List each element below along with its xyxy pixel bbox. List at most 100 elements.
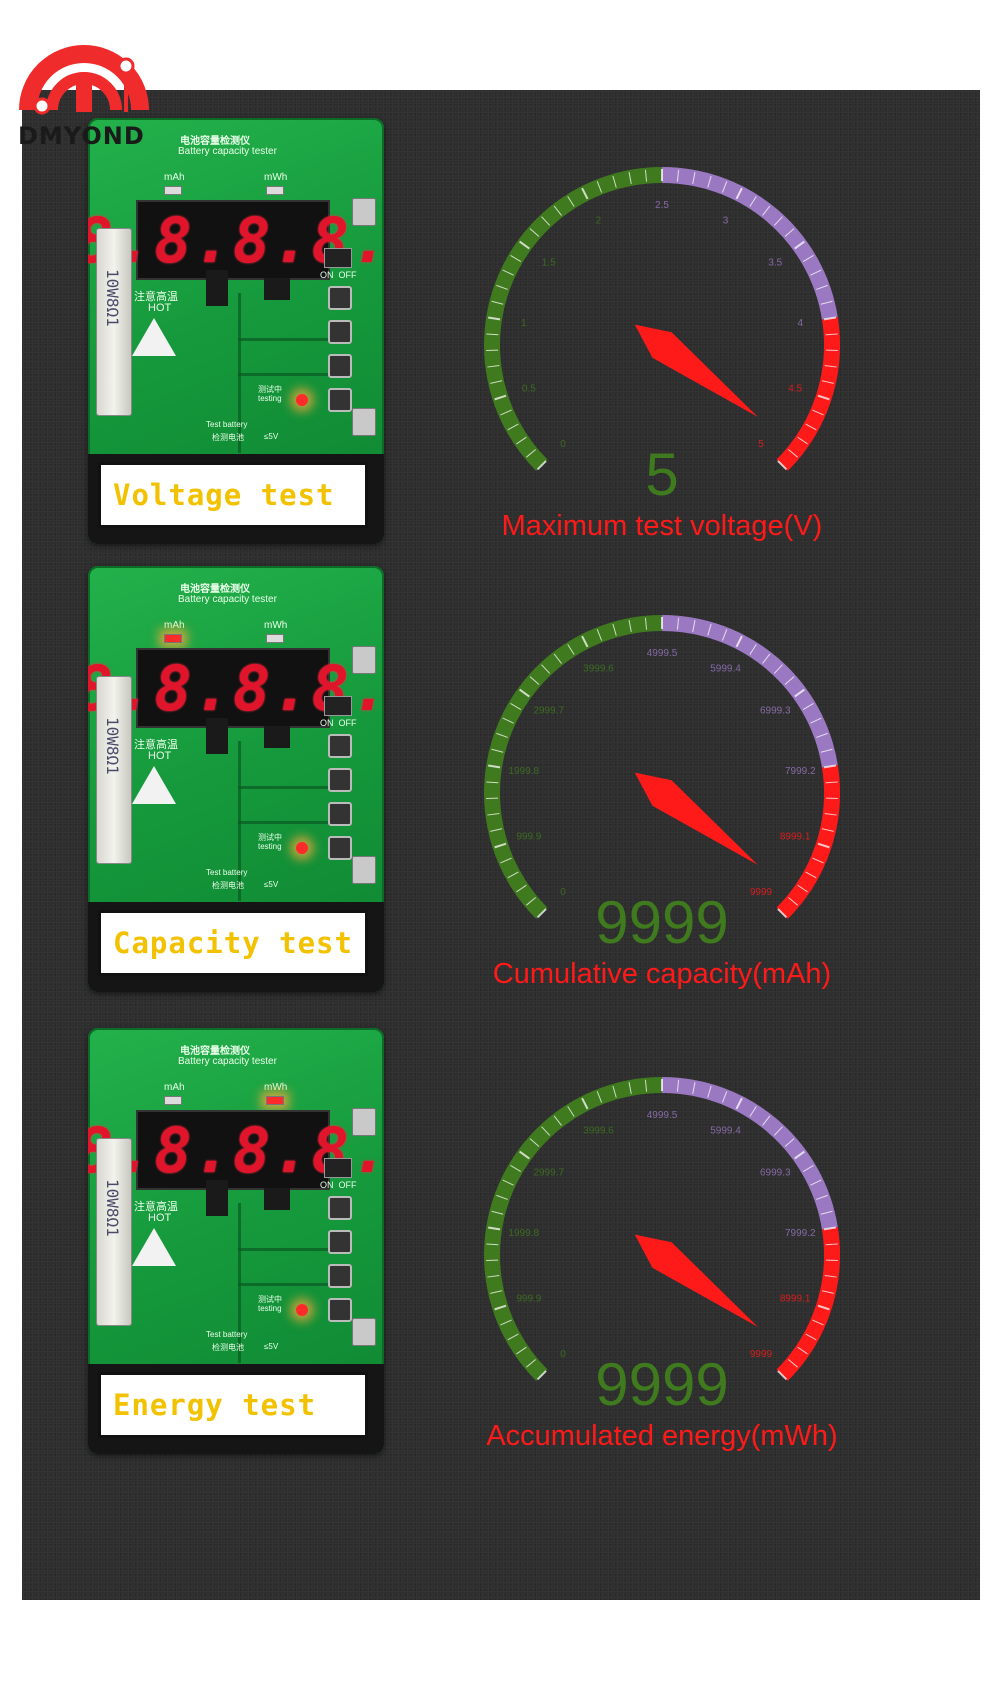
gauge-tick bbox=[797, 884, 808, 893]
tester-board: 电池容量检测仪 Battery capacity tester mAh mWh … bbox=[88, 566, 384, 992]
stop-button[interactable] bbox=[328, 1196, 352, 1220]
brand-name: DMYOND bbox=[18, 122, 145, 150]
gauge-tick bbox=[541, 216, 551, 226]
hot-warning-en: HOT bbox=[148, 1212, 172, 1224]
gauge-tick bbox=[628, 172, 632, 184]
gauge-tick bbox=[541, 1126, 551, 1136]
hot-warning-en: HOT bbox=[148, 750, 172, 762]
gauge-needle bbox=[634, 772, 758, 866]
power-switch[interactable] bbox=[324, 248, 352, 268]
usb-port-icon bbox=[352, 1108, 376, 1136]
gauge-needle bbox=[634, 1234, 758, 1328]
testing-label-en: testing bbox=[258, 842, 282, 851]
unit-button[interactable] bbox=[328, 1264, 352, 1288]
gauge-tick bbox=[788, 897, 798, 906]
gauge-tick bbox=[491, 748, 504, 753]
testing-led bbox=[296, 1304, 308, 1316]
seven-segment-display: 8.8.8.8. bbox=[88, 1110, 384, 1190]
gauge-tick bbox=[500, 857, 512, 864]
gauge-tick bbox=[491, 1210, 504, 1215]
gauge-tick-label: 2999.7 bbox=[533, 1168, 564, 1179]
gauge-tick bbox=[794, 240, 805, 250]
gauge-tick bbox=[507, 871, 519, 879]
ic-chip bbox=[264, 1188, 290, 1210]
function-button[interactable] bbox=[328, 320, 352, 344]
gauge-tick bbox=[812, 1319, 824, 1326]
stop-button[interactable] bbox=[328, 286, 352, 310]
usb-port-icon bbox=[352, 198, 376, 226]
gauge-tick bbox=[510, 1164, 522, 1172]
testing-label-en: testing bbox=[258, 394, 282, 403]
gauge-arc-segment bbox=[484, 615, 663, 919]
stop-button[interactable] bbox=[328, 734, 352, 758]
gauge-tick bbox=[596, 629, 603, 641]
gauge-tick bbox=[788, 449, 798, 458]
gauge-tick-label: 5 bbox=[758, 439, 764, 450]
gauge-tick bbox=[824, 1275, 837, 1278]
gauge-tick bbox=[707, 623, 712, 636]
gauge-arc-segment bbox=[484, 1077, 663, 1381]
function-button[interactable] bbox=[328, 1230, 352, 1254]
gauge-tick bbox=[773, 1126, 783, 1136]
gauge-tick bbox=[817, 1304, 830, 1311]
board-title-en: Battery capacity tester bbox=[178, 146, 277, 157]
gauge-tick bbox=[494, 394, 507, 401]
unit-button[interactable] bbox=[328, 354, 352, 378]
gauge-tick bbox=[519, 1150, 530, 1160]
gauge-tick bbox=[692, 620, 696, 632]
start-button[interactable] bbox=[328, 836, 352, 860]
gauge-tick-label: 1.5 bbox=[542, 258, 556, 269]
gauge-tick bbox=[794, 688, 805, 698]
mah-label: mAh bbox=[164, 1082, 185, 1093]
hot-warning-en: HOT bbox=[148, 302, 172, 314]
gauge-tick bbox=[487, 365, 500, 368]
gauge-tick bbox=[817, 394, 830, 401]
gauge-tick-label: 1999.8 bbox=[508, 766, 539, 777]
mah-led bbox=[164, 186, 182, 195]
power-resistor: 10W8Ω1 bbox=[96, 228, 132, 416]
mah-led bbox=[164, 1096, 182, 1105]
test-row: 电池容量检测仪 Battery capacity tester mAh mWh … bbox=[22, 538, 980, 992]
signal-icon bbox=[19, 45, 149, 115]
testing-label-cn: 测试中 bbox=[258, 385, 282, 394]
power-switch[interactable] bbox=[324, 696, 352, 716]
gauge-tick bbox=[825, 781, 838, 784]
gauge-tick bbox=[490, 828, 503, 832]
pcb-trace bbox=[238, 1283, 328, 1286]
gauge-dial: 0999.91999.82999.73999.64999.55999.46999… bbox=[484, 615, 840, 990]
board-title-cn: 电池容量检测仪 bbox=[180, 584, 250, 595]
gauge-arc-segment bbox=[661, 1077, 838, 1230]
gauge-tick bbox=[762, 653, 771, 664]
gauge-tick bbox=[487, 1275, 500, 1278]
gauge-tick bbox=[486, 1243, 499, 1246]
voltage-limit-label: ≤5V bbox=[264, 1342, 279, 1351]
start-button[interactable] bbox=[328, 388, 352, 412]
usb-port-icon bbox=[352, 408, 376, 436]
gauge-tick bbox=[526, 897, 536, 906]
gauge-tick-label: 3999.6 bbox=[583, 663, 614, 674]
on-off-label: ON OFF bbox=[320, 270, 357, 280]
gauge-tick bbox=[526, 449, 536, 458]
gauge-tick bbox=[516, 1346, 527, 1355]
gauge-tick bbox=[644, 169, 648, 182]
start-button[interactable] bbox=[328, 1298, 352, 1322]
seven-segment-display: 8.8.8.8. bbox=[88, 200, 384, 280]
on-off-label: ON OFF bbox=[320, 718, 357, 728]
gauge-tick bbox=[823, 316, 836, 321]
test-battery-label: Test battery bbox=[206, 868, 248, 877]
gauge-tick bbox=[777, 908, 788, 919]
pcb-trace bbox=[238, 786, 328, 789]
gauge-tick-label: 3999.6 bbox=[583, 1125, 614, 1136]
power-switch[interactable] bbox=[324, 1158, 352, 1178]
gauge-tick bbox=[802, 1164, 814, 1172]
gauge-tick-label: 2 bbox=[596, 215, 602, 226]
function-button[interactable] bbox=[328, 768, 352, 792]
gauge-tick bbox=[676, 617, 680, 630]
gauge-tick-label: 7999.2 bbox=[785, 766, 816, 777]
gauge-tick bbox=[644, 1079, 648, 1092]
unit-button[interactable] bbox=[328, 802, 352, 826]
gauge-tick bbox=[817, 842, 830, 849]
gauge-tick bbox=[692, 172, 696, 184]
gauge-tick bbox=[797, 436, 808, 445]
mah-label: mAh bbox=[164, 620, 185, 631]
